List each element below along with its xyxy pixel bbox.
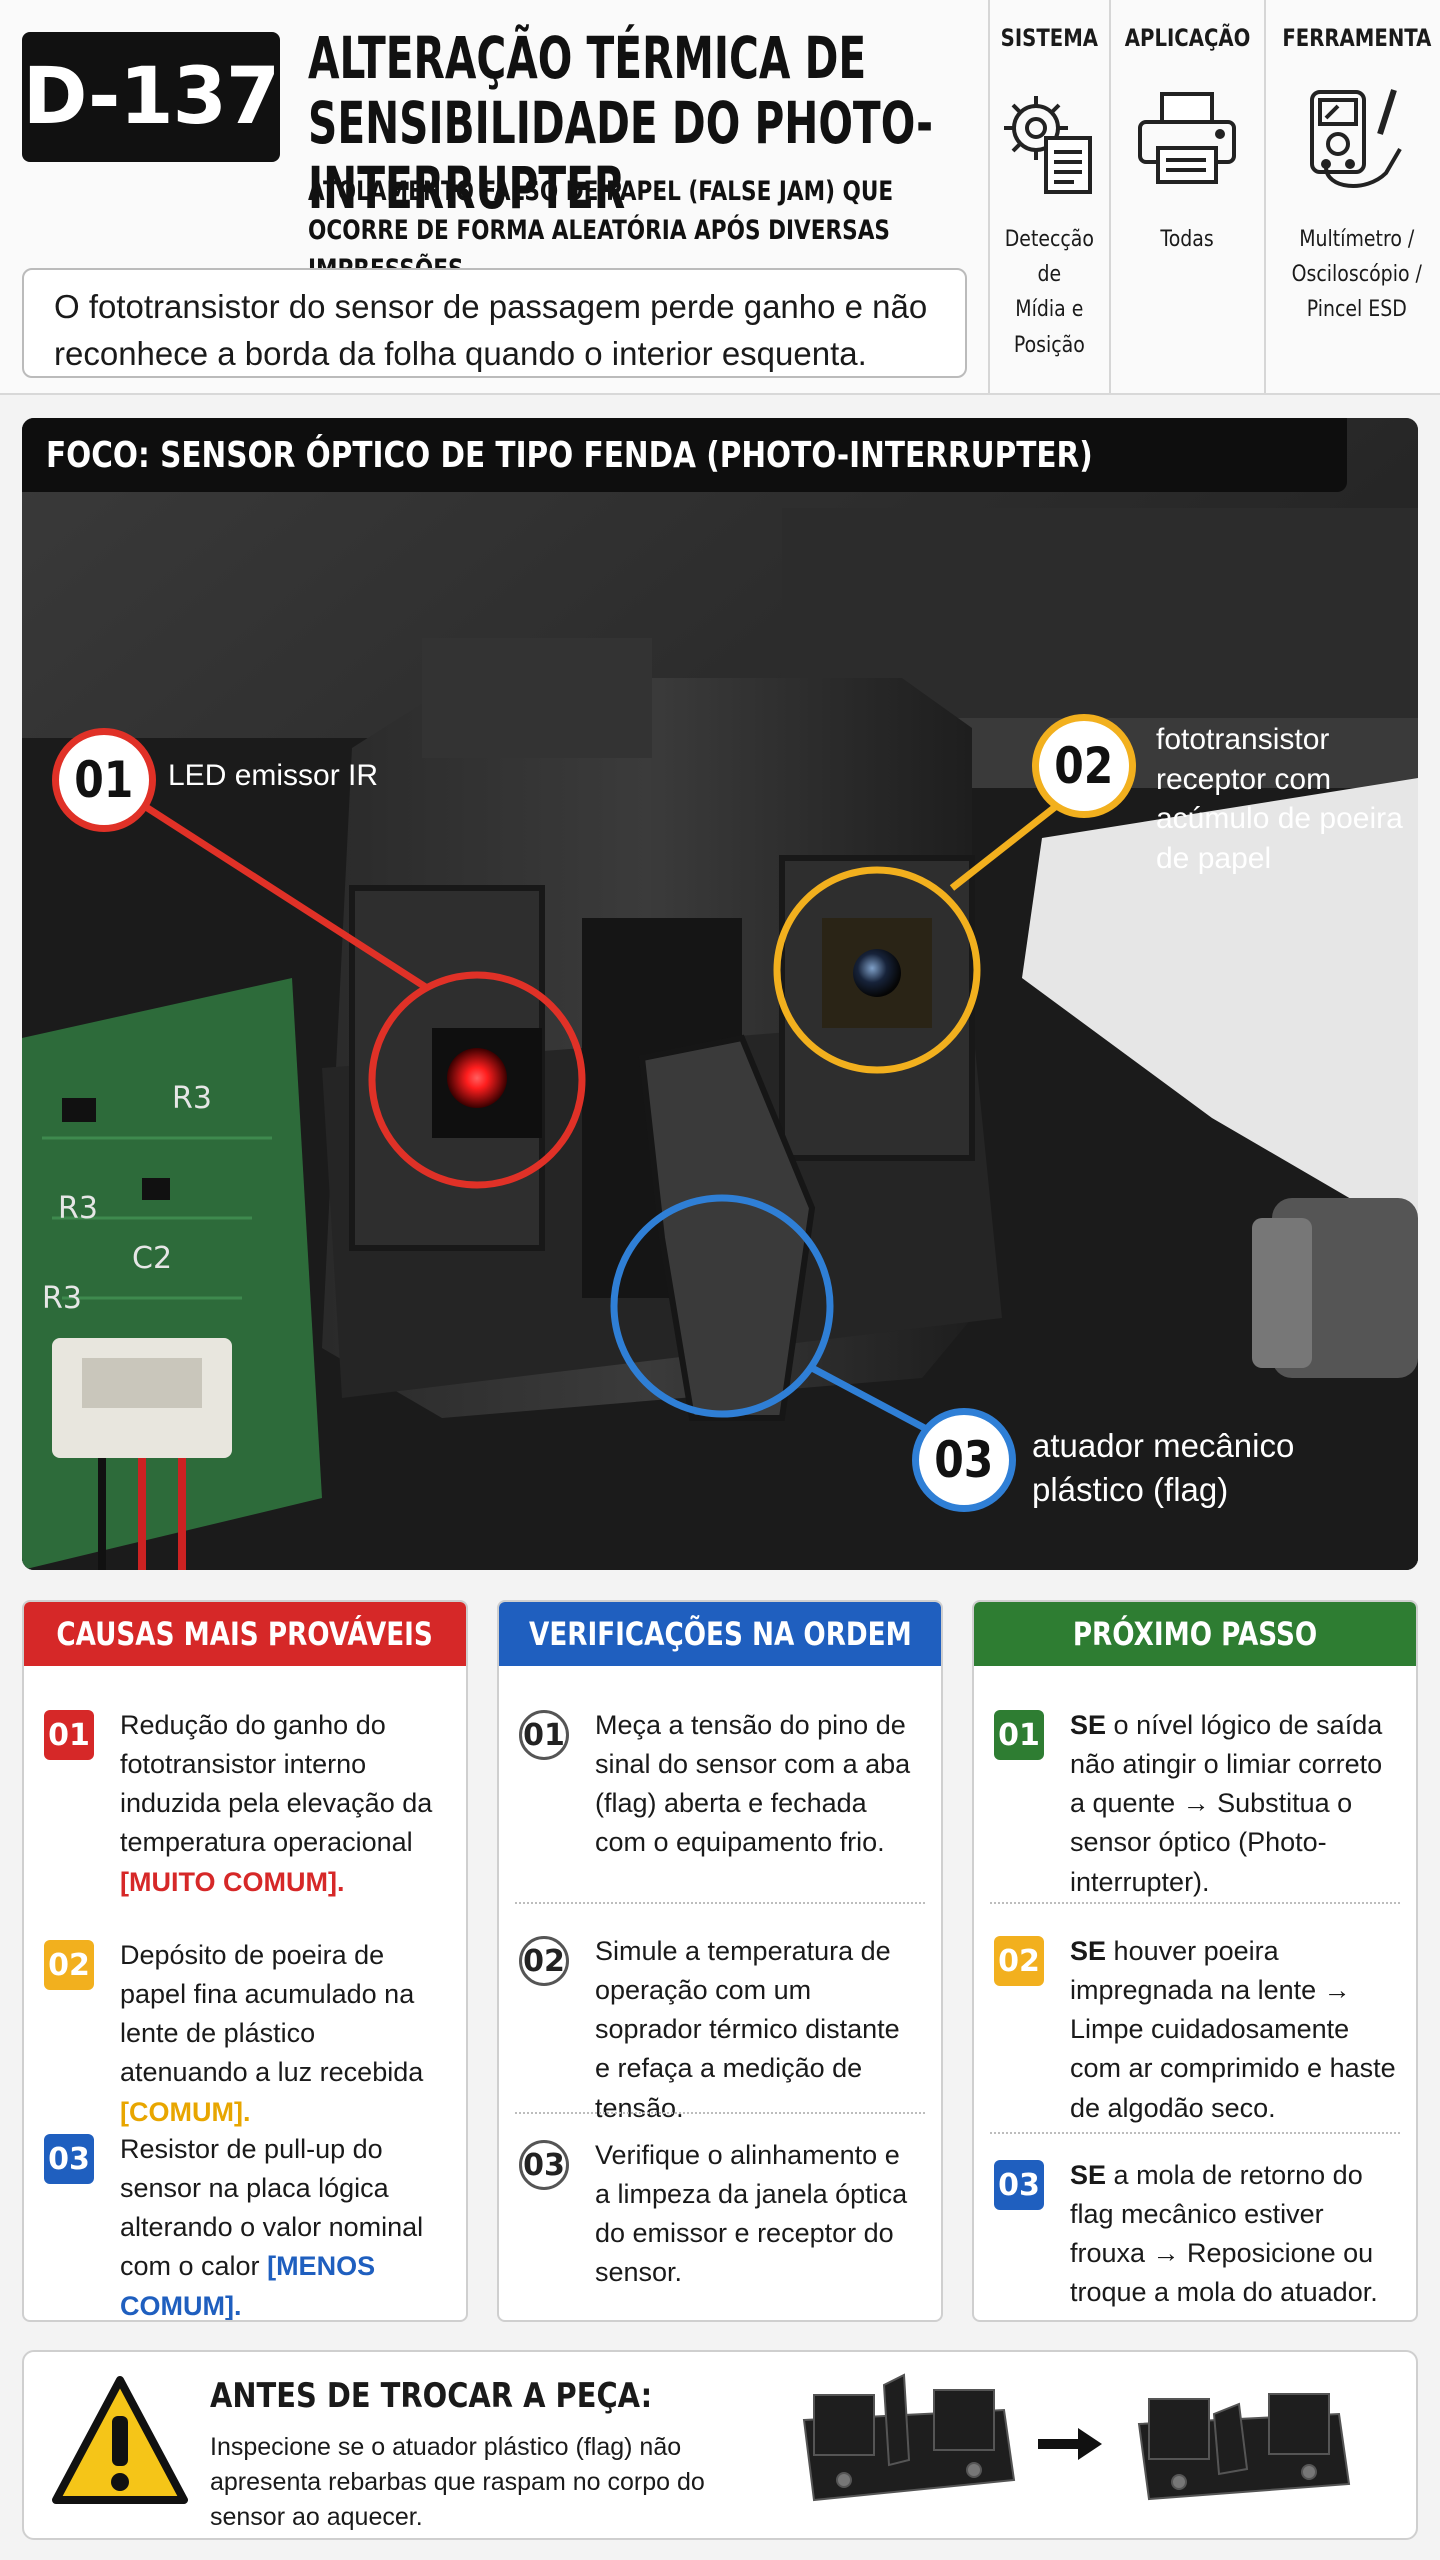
causes-header: CAUSAS MAIS PROVÁVEIS <box>24 1602 466 1666</box>
check-number: 03 <box>519 2140 569 2190</box>
next-number: 02 <box>994 1936 1044 1986</box>
meta-value: Detecção de Mídia e Posição <box>1004 227 1094 358</box>
callout-number-01: 01 <box>52 728 156 832</box>
cause-number: 02 <box>44 1940 94 1990</box>
causes-title: CAUSAS MAIS PROVÁVEIS <box>56 1615 434 1653</box>
cause-item-02: 02 Depósito de poeira de papel fina acum… <box>44 1936 446 2132</box>
condition-lead: SE <box>1070 2160 1107 2190</box>
cause-text: Redução do ganho do fototransistor inter… <box>120 1706 446 1902</box>
next-text: SE o nível lógico de saída não atingir o… <box>1070 1706 1396 1902</box>
sensor-illustration: R3 R3 C2 R3 <box>22 418 1418 1570</box>
check-text: Verifique o alinhamento e a limpeza da j… <box>595 2140 908 2288</box>
summary-box: O fototransistor do sensor de passagem p… <box>22 268 967 378</box>
printer-icon <box>1138 92 1237 184</box>
meta-system: SISTEMA Detecção de Mídia e Posição <box>988 0 1109 393</box>
next-item-01: 01 SE o nível lógico de saída não atingi… <box>994 1706 1396 1902</box>
pcb-label-r3c: R3 <box>42 1281 82 1316</box>
pcb-label-r3b: R3 <box>58 1191 98 1226</box>
meta-heading: FERRAMENTA <box>1282 24 1432 52</box>
meta-panel: SISTEMA Detecção de Mídia e Posição APLI… <box>988 0 1440 393</box>
meta-value: Multímetro / Osciloscópio / Pincel ESD <box>1291 227 1422 323</box>
next-item-03: 03 SE a mola de retorno do flag mecânico… <box>994 2156 1396 2313</box>
meta-value: Todas <box>1160 227 1215 252</box>
check-number: 01 <box>519 1710 569 1760</box>
next-number: 03 <box>994 2160 1044 2210</box>
arrow-right-icon <box>1038 2428 1102 2460</box>
cause-number: 01 <box>44 1710 94 1760</box>
meta-heading: SISTEMA <box>1000 24 1099 52</box>
callout-number-03: 03 <box>912 1408 1016 1512</box>
next-number: 01 <box>994 1710 1044 1760</box>
cause-body: Redução do ganho do fototransistor inter… <box>120 1710 433 1858</box>
cause-body: Depósito de poeira de papel fina acumula… <box>120 1940 424 2088</box>
callout-number-02: 02 <box>1032 714 1136 818</box>
next-step-header: PRÓXIMO PASSO <box>974 1602 1416 1666</box>
divider <box>515 2112 925 2114</box>
divider <box>990 2132 1400 2134</box>
check-number: 02 <box>519 1936 569 1986</box>
divider <box>515 1902 925 1904</box>
callout-number-text: 02 <box>1054 737 1114 795</box>
callout-label-03: atuador mecânico plástico (flag) <box>1032 1427 1295 1508</box>
callout-number-text: 03 <box>934 1431 994 1489</box>
cause-number: 03 <box>44 2134 94 2184</box>
header: D-137 ALTERAÇÃO TÉRMICA DE SENSIBILIDADE… <box>0 0 1440 395</box>
sensor-part-after-icon <box>1137 2393 1351 2501</box>
frequency-tag: [COMUM]. <box>120 2096 251 2127</box>
meta-heading: APLICAÇÃO <box>1124 24 1251 52</box>
gear-document-icon <box>1004 96 1093 194</box>
next-text: SE a mola de retorno do flag mecânico es… <box>1070 2156 1396 2313</box>
next-step-title: PRÓXIMO PASSO <box>1072 1615 1318 1653</box>
frequency-tag: [MUITO COMUM]. <box>120 1866 345 1897</box>
check-item-01: 01 Meça a tensão do pino de sinal do sen… <box>519 1706 921 1863</box>
frequency-tag: [MENOS COMUM]. <box>120 2251 376 2321</box>
pcb-label-r3: R3 <box>172 1081 212 1116</box>
callout-label-02: fototransistor receptor com acúmulo de p… <box>1156 723 1403 875</box>
check-item-02: 02 Simule a temperatura de operação com … <box>519 1932 921 2128</box>
warning-triangle-icon <box>52 2376 188 2504</box>
warning-box: ANTES DE TROCAR A PEÇA: Inspecione se o … <box>22 2350 1418 2540</box>
code-badge: D-137 <box>22 32 280 162</box>
meta-tool: FERRAMENTA Multímetro / Osciloscópio / P… <box>1263 0 1440 393</box>
next-body: o nível lógico de saída não atingir o li… <box>1070 1710 1383 1897</box>
next-body: a mola de retorno do flag mecânico estiv… <box>1070 2160 1378 2308</box>
meta-application: APLICAÇÃO Todas <box>1108 0 1264 393</box>
cause-text: Depósito de poeira de papel fina acumula… <box>120 1936 446 2132</box>
next-item-02: 02 SE houver poeira impregnada na lente … <box>994 1932 1396 2128</box>
next-text: SE houver poeira impregnada na lente → L… <box>1070 1932 1396 2128</box>
checks-header: VERIFICAÇÕES NA ORDEM <box>499 1602 941 1666</box>
cause-item-03: 03 Resistor de pull-up do sensor na plac… <box>44 2130 446 2321</box>
multimeter-icon <box>1309 89 1402 188</box>
warning-title: ANTES DE TROCAR A PEÇA: <box>210 2376 653 2416</box>
cause-text: Resistor de pull-up do sensor na placa l… <box>120 2130 446 2321</box>
condition-lead: SE <box>1070 1710 1107 1740</box>
focus-title: FOCO: SENSOR ÓPTICO DE TIPO FENDA (PHOTO… <box>22 418 1347 492</box>
callout-label-01: LED emissor IR <box>168 759 379 792</box>
pcb-label-c2: C2 <box>132 1241 172 1276</box>
page-title: ALTERAÇÃO TÉRMICA DE SENSIBILIDADE DO PH… <box>308 24 934 222</box>
cause-item-01: 01 Redução do ganho do fototransistor in… <box>44 1706 446 1902</box>
checks-column: VERIFICAÇÕES NA ORDEM 01 Meça a tensão d… <box>497 1600 943 2322</box>
warning-text: Inspecione se o atuador plástico (flag) … <box>210 2433 705 2531</box>
next-body: houver poeira impregnada na lente → Limp… <box>1070 1936 1396 2123</box>
check-text: Meça a tensão do pino de sinal do sensor… <box>595 1710 911 1858</box>
condition-lead: SE <box>1070 1936 1107 1966</box>
callout-ring-01 <box>102 777 586 1189</box>
causes-column: CAUSAS MAIS PROVÁVEIS 01 Redução do ganh… <box>22 1600 468 2322</box>
callout-number-text: 01 <box>74 751 134 809</box>
sensor-photo-panel: R3 R3 C2 R3 FOCO: SENSOR Ó <box>22 418 1418 1570</box>
cause-body: Resistor de pull-up do sensor na placa l… <box>120 2134 424 2282</box>
checks-title: VERIFICAÇÕES NA ORDEM <box>528 1615 912 1653</box>
sensor-part-before-icon <box>802 2373 1016 2502</box>
check-text: Simule a temperatura de operação com um … <box>595 1936 900 2123</box>
next-step-column: PRÓXIMO PASSO 01 SE o nível lógico de sa… <box>972 1600 1418 2322</box>
divider <box>990 1902 1400 1904</box>
focus-title-text: FOCO: SENSOR ÓPTICO DE TIPO FENDA (PHOTO… <box>46 434 1093 476</box>
check-item-03: 03 Verifique o alinhamento e a limpeza d… <box>519 2136 921 2293</box>
